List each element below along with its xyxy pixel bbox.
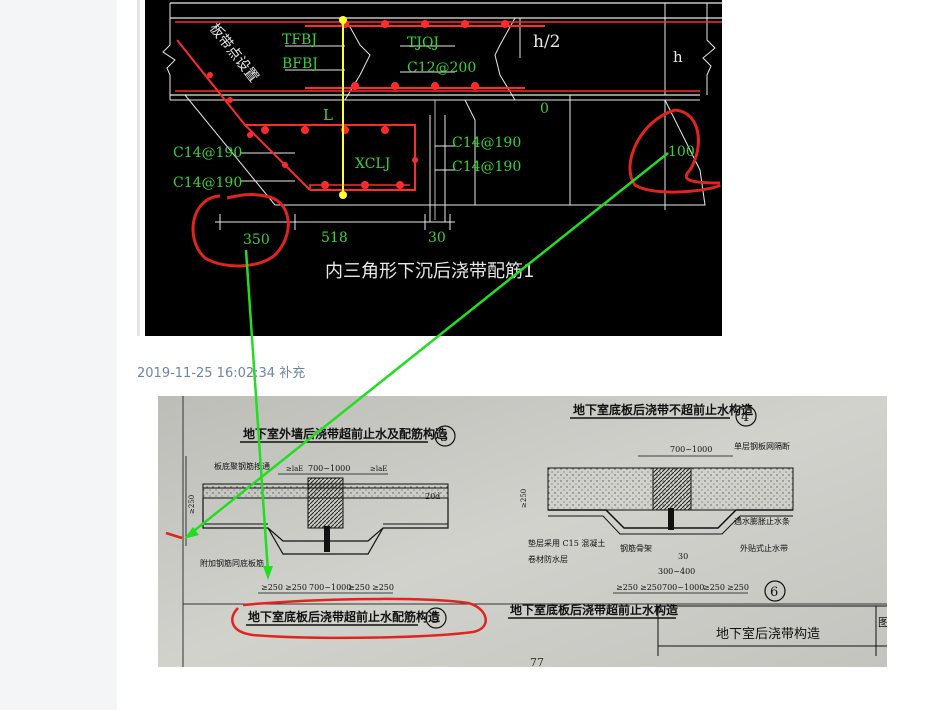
- cad-label-h: h: [673, 48, 683, 66]
- scan-note-board: 板底聚钢筋按通: [214, 461, 270, 471]
- scan-dim-left-b: ≥250: [285, 583, 307, 592]
- scan-title-3: 地下室外墙后浇带超前止水及配筋构造: [243, 426, 448, 441]
- scan-dim-left-d: ≥250: [348, 583, 370, 592]
- scan-dim-left-c: 700~1000: [309, 583, 351, 592]
- scan-dim-right-a: ≥250: [616, 583, 638, 592]
- scan-note-membrane: 卷材防水层: [528, 554, 568, 564]
- scan-note-20d: 20d: [425, 492, 440, 501]
- cad-label-zero: 0: [540, 101, 549, 117]
- scan-dim-30: 30: [678, 552, 688, 561]
- scan-drawing-svg: 地下室外墙后浇带超前止水及配筋构造 3 板底聚钢筋按通 700~1000 ≥la…: [158, 396, 887, 667]
- cad-label-dim-518: 518: [321, 230, 348, 246]
- quote-bar: [137, 0, 140, 336]
- cad-rebar-drawing-image[interactable]: TFBJ BFBJ TJQJ C12@200 h/2 h 0 L XCLJ C1…: [145, 0, 722, 336]
- scan-dim-right-e: ≥250: [727, 583, 749, 592]
- scan-note-swell: 遇水膨胀止水条: [734, 516, 790, 526]
- scan-dim-right-d: ≥250: [703, 583, 725, 592]
- cad-label-tfbj: TFBJ: [282, 32, 317, 48]
- scan-lae-left-b: ≥laE: [370, 465, 387, 473]
- cad-label-dim-100: 100: [668, 144, 695, 160]
- scan-title-6: 地下室底板后浇带超前止水构造: [510, 602, 679, 617]
- scan-top-dim-right: 700~1000: [670, 445, 712, 454]
- cad-label-c14-190-right-b: C14@190: [452, 159, 521, 175]
- cad-label-bfbj: BFBJ: [282, 56, 318, 72]
- scan-note-add-bar: 附加钢筋同底板筋: [200, 558, 264, 568]
- left-sidebar: [0, 0, 118, 710]
- scan-lae-left-a: ≥laE: [286, 465, 303, 473]
- scan-title-5: 地下室底板后浇带超前止水配筋构造: [248, 609, 441, 624]
- scan-dim-right-b: ≥250: [640, 583, 662, 592]
- cad-label-l: L: [323, 106, 333, 124]
- cad-label-dim-30: 30: [428, 230, 446, 246]
- scan-note-bar: 钢筋骨架: [620, 543, 652, 553]
- cad-label-dim-350: 350: [243, 232, 270, 248]
- cad-label-c14-190-left-b: C14@190: [173, 175, 242, 191]
- scan-note-external: 外贴式止水带: [740, 543, 788, 553]
- cad-drawing-svg: TFBJ BFBJ TJQJ C12@200 h/2 h 0 L XCLJ C1…: [145, 0, 722, 336]
- scan-page-number: 77: [530, 656, 544, 667]
- scan-num-5: 5: [431, 612, 439, 627]
- supplement-timestamp: 2019-11-25 16:02:34 补充: [137, 366, 306, 381]
- scan-dim-250-right: ≥250: [520, 489, 528, 508]
- scan-note-cushion: 垫层采用 C15 混凝土: [528, 538, 605, 548]
- scan-num-4: 4: [741, 410, 749, 425]
- scan-dim-300-400: 300~400: [658, 567, 695, 576]
- cad-label-xclj: XCLJ: [355, 156, 390, 172]
- cad-drawing-title: 内三角形下沉后浇带配筋1: [325, 261, 534, 282]
- scan-dim-left-a: ≥250: [261, 583, 283, 592]
- scan-dim-250-left: ≥250: [188, 495, 196, 514]
- scan-dim-right-c: 700~1000: [662, 583, 704, 592]
- scan-title-4: 地下室底板后浇带不超前止水构造: [573, 402, 754, 417]
- scan-num-3: 3: [440, 430, 448, 445]
- scan-num-6: 6: [770, 585, 778, 600]
- cad-label-half-h: h/2: [533, 32, 561, 52]
- cad-label-c12-200: C12@200: [407, 60, 476, 76]
- scan-title-block-tag: 图: [878, 616, 887, 629]
- scan-note-steel: 单层钢板网隔断: [734, 441, 790, 451]
- scan-top-dim-left: 700~1000: [308, 464, 350, 473]
- scanned-standard-drawing-image[interactable]: 地下室外墙后浇带超前止水及配筋构造 3 板底聚钢筋按通 700~1000 ≥la…: [158, 396, 887, 667]
- cad-label-c14-190-left-a: C14@190: [173, 145, 242, 161]
- scan-title-block: 地下室后浇带构造: [716, 626, 820, 642]
- cad-label-tjqj: TJQJ: [407, 35, 439, 51]
- scan-dim-left-e: ≥250: [372, 583, 394, 592]
- cad-label-c14-190-right-a: C14@190: [452, 135, 521, 151]
